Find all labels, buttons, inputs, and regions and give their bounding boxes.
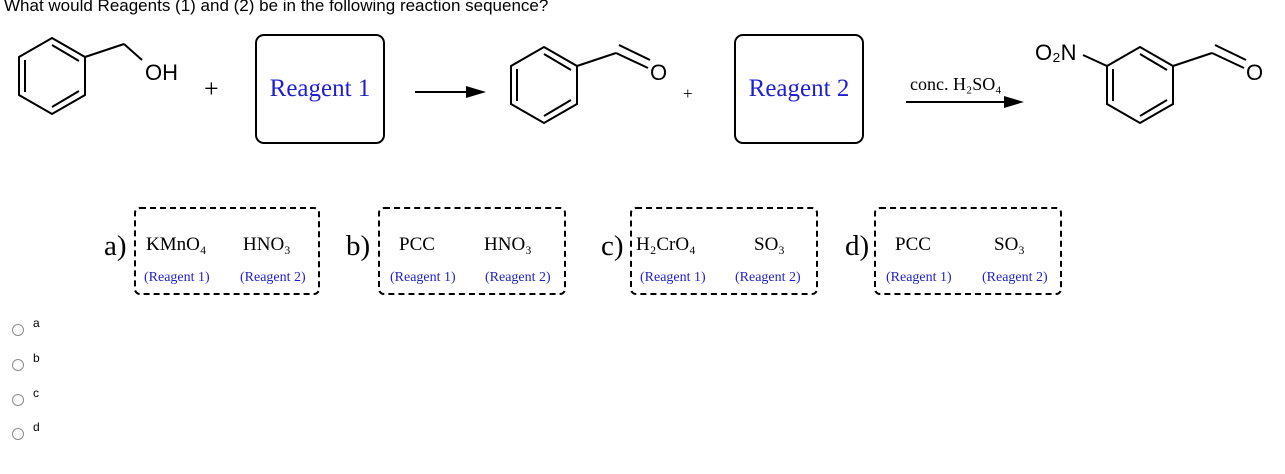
benzyl-alcohol-structure bbox=[18, 36, 143, 116]
choice-c-tag1: (Reagent 1) bbox=[640, 270, 706, 285]
oh-label: OH bbox=[145, 60, 178, 85]
choice-b-tag2: (Reagent 2) bbox=[485, 270, 551, 285]
choice-d-tag1: (Reagent 1) bbox=[886, 270, 952, 285]
choice-b-box bbox=[378, 207, 566, 295]
choice-c-tag2: (Reagent 2) bbox=[735, 270, 801, 285]
choice-b-reagent2: HNO₃ bbox=[484, 234, 532, 255]
option-a[interactable]: a bbox=[12, 316, 72, 340]
choice-c-box bbox=[630, 207, 818, 295]
choice-a-reagent2: HNO₃ bbox=[243, 234, 291, 255]
benzaldehyde-structure bbox=[510, 44, 651, 125]
option-c[interactable]: c bbox=[12, 386, 72, 410]
plus-sign-1: + bbox=[204, 74, 219, 103]
choice-d-box bbox=[874, 207, 1062, 295]
radio-a[interactable] bbox=[12, 324, 24, 336]
radio-c[interactable] bbox=[12, 394, 24, 406]
option-a-label: a bbox=[33, 316, 40, 330]
m-nitrobenzaldehyde-structure bbox=[1082, 44, 1247, 125]
option-d-label: d bbox=[33, 420, 40, 434]
reagent-1-label: Reagent 1 bbox=[269, 75, 371, 102]
question-text: What would Reagents (1) and (2) be in th… bbox=[4, 0, 549, 15]
no2-label: O₂N bbox=[1035, 40, 1077, 65]
option-c-label: c bbox=[33, 386, 39, 400]
choice-c-letter: c) bbox=[601, 230, 624, 262]
choice-d-reagent1: PCC bbox=[895, 234, 931, 255]
reaction-arrow-2 bbox=[906, 96, 1024, 108]
reagent-2-label: Reagent 2 bbox=[748, 75, 850, 102]
reaction-condition: conc. H₂SO₄ bbox=[910, 74, 1002, 94]
option-d[interactable]: d bbox=[12, 420, 72, 444]
plus-sign-2: + bbox=[683, 84, 693, 103]
o-label-2: O bbox=[1246, 60, 1263, 85]
choice-d-reagent2: SO₃ bbox=[994, 234, 1025, 255]
choice-b-letter: b) bbox=[346, 230, 371, 262]
option-b[interactable]: b bbox=[12, 351, 72, 375]
o-label-1: O bbox=[650, 60, 667, 85]
reaction-arrow-1 bbox=[415, 86, 486, 98]
option-b-label: b bbox=[33, 351, 40, 365]
choice-c-reagent1: H₂CrO₄ bbox=[636, 234, 696, 255]
choice-a-tag2: (Reagent 2) bbox=[240, 270, 306, 285]
choice-b-reagent1: PCC bbox=[399, 234, 435, 255]
choice-a-letter: a) bbox=[104, 230, 127, 262]
choice-a-box bbox=[134, 207, 320, 295]
choice-c-reagent2: SO₃ bbox=[754, 234, 785, 255]
choice-d-tag2: (Reagent 2) bbox=[982, 270, 1048, 285]
reagent-2-box: Reagent 2 bbox=[734, 34, 864, 144]
choice-b-tag1: (Reagent 1) bbox=[390, 270, 456, 285]
radio-b[interactable] bbox=[12, 359, 24, 371]
choice-a-reagent1: KMnO₄ bbox=[146, 234, 207, 255]
radio-d[interactable] bbox=[12, 428, 24, 440]
choice-d-letter: d) bbox=[845, 230, 870, 262]
choice-a-tag1: (Reagent 1) bbox=[144, 270, 210, 285]
reagent-1-box: Reagent 1 bbox=[255, 34, 385, 144]
